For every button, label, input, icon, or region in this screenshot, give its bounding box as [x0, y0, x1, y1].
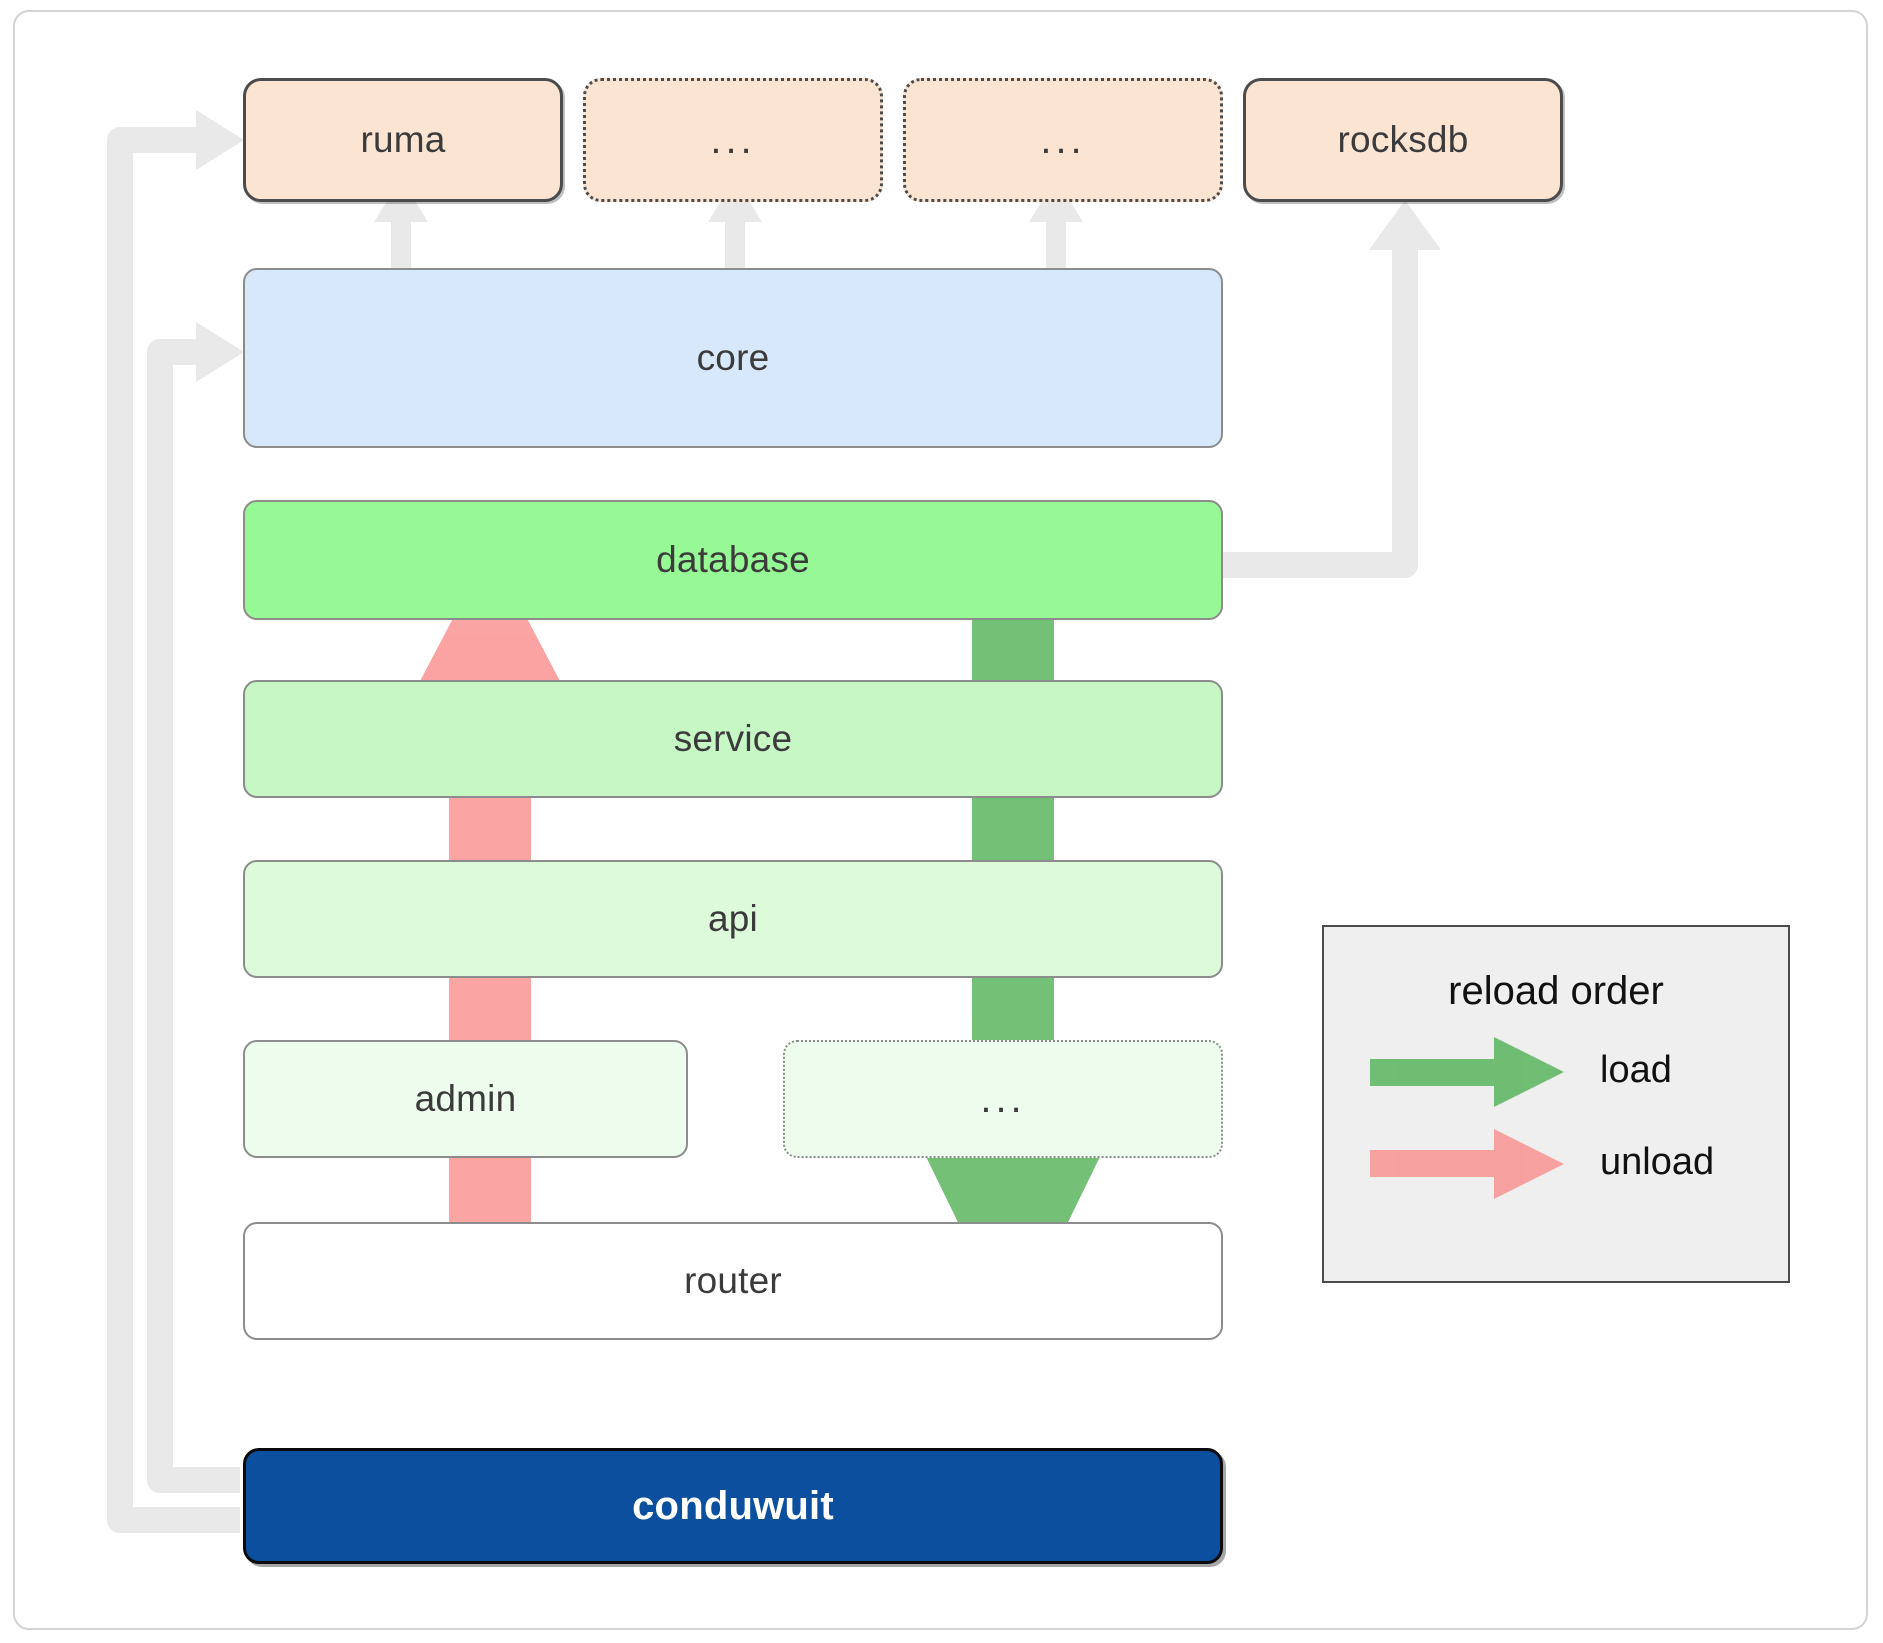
- legend-arrow-swatches: [1370, 1037, 1564, 1199]
- dependency-placeholder-2-label: ...: [1040, 118, 1086, 162]
- layer-api[interactable]: api: [243, 860, 1223, 978]
- layer-extra-placeholder-label: ...: [980, 1077, 1026, 1121]
- layer-router-label: router: [684, 1260, 782, 1301]
- layer-service[interactable]: service: [243, 680, 1223, 798]
- diagram-frame: [13, 10, 1868, 1630]
- legend-unload-arrow-icon: [1370, 1129, 1564, 1199]
- root-conduwuit[interactable]: conduwuit: [243, 1448, 1223, 1564]
- layer-admin[interactable]: admin: [243, 1040, 688, 1158]
- layer-core[interactable]: core: [243, 268, 1223, 448]
- root-conduwuit-label: conduwuit: [632, 1483, 834, 1528]
- layer-core-label: core: [696, 337, 770, 378]
- dependency-ruma-label: ruma: [360, 119, 446, 160]
- dependency-rocksdb-label: rocksdb: [1337, 119, 1469, 160]
- legend-label-load: load: [1600, 1049, 1672, 1091]
- layer-service-label: service: [673, 718, 793, 759]
- layer-admin-label: admin: [414, 1078, 517, 1119]
- dependency-ruma[interactable]: ruma: [243, 78, 563, 202]
- layer-api-label: api: [708, 898, 758, 939]
- legend-load-arrow-icon: [1370, 1037, 1564, 1107]
- dependency-rocksdb[interactable]: rocksdb: [1243, 78, 1563, 202]
- legend-title: reload order: [1448, 969, 1664, 1013]
- dependency-placeholder-1[interactable]: ...: [583, 78, 883, 202]
- legend-label-unload: unload: [1600, 1141, 1715, 1183]
- layer-extra-placeholder[interactable]: ...: [783, 1040, 1223, 1158]
- layer-database-label: database: [656, 539, 810, 580]
- layer-router[interactable]: router: [243, 1222, 1223, 1340]
- layer-database[interactable]: database: [243, 500, 1223, 620]
- legend-panel: reload order load unload: [1322, 925, 1790, 1283]
- dependency-placeholder-1-label: ...: [710, 118, 756, 162]
- dependency-placeholder-2[interactable]: ...: [903, 78, 1223, 202]
